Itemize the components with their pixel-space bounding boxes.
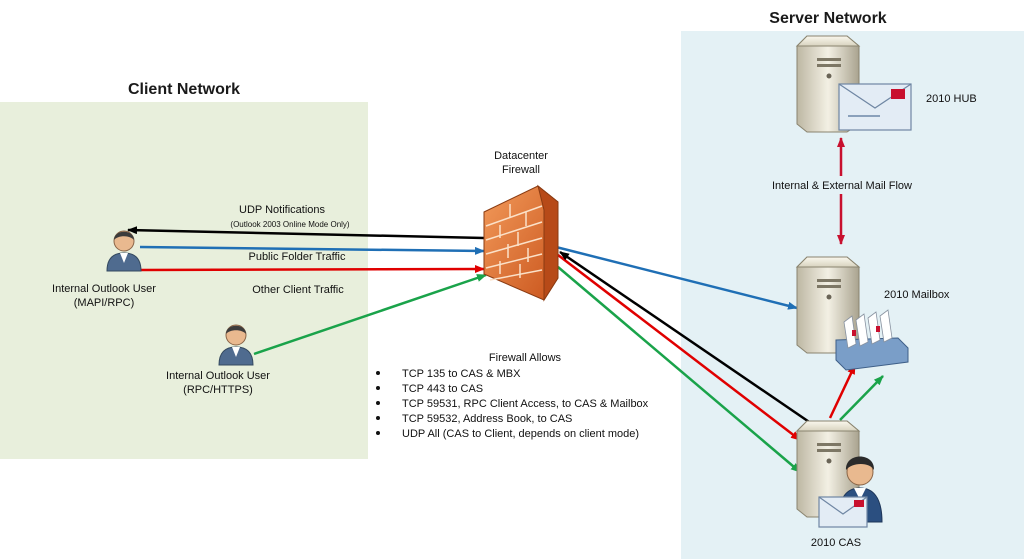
public-folder-traffic-arrow (139, 245, 485, 255)
mail-envelope-icon (838, 83, 912, 131)
server-network-title: Server Network (769, 10, 886, 27)
firewall-to-cas-red-arrow (557, 254, 801, 441)
firewall-rule-item: TCP 59531, RPC Client Access, to CAS & M… (402, 398, 649, 410)
hub-server-label: 2010 HUB (926, 93, 977, 105)
cas-server-label: 2010 CAS (811, 537, 861, 549)
firewall-label-line1: Datacenter (494, 150, 548, 162)
firewall-rule-item: TCP 135 to CAS & MBX (402, 368, 521, 380)
firewall-rules-title: Firewall Allows (489, 352, 562, 364)
bullet-icon (376, 431, 380, 435)
outlook-user-https-label-line2: (RPC/HTTPS) (183, 384, 253, 396)
firewall-icon (483, 184, 559, 302)
public-folder-traffic-label: Public Folder Traffic (248, 251, 346, 263)
cas-to-mailbox-green-arrow (839, 375, 884, 421)
client-network-title: Client Network (128, 81, 240, 98)
mailbox-server-label: 2010 Mailbox (884, 289, 950, 301)
udp-notifications-arrow (127, 226, 485, 240)
firewall-rules-list: TCP 135 to CAS & MBX TCP 443 to CAS TCP … (376, 368, 649, 440)
firewall-rule-item: UDP All (CAS to Client, depends on clien… (402, 428, 639, 440)
udp-notifications-label: UDP Notifications (239, 204, 325, 216)
outlook-user-mapi-label-line1: Internal Outlook User (52, 283, 156, 295)
outlook-user-mapi-label-line2: (MAPI/RPC) (74, 297, 135, 309)
outlook-user-https-label-line1: Internal Outlook User (166, 370, 270, 382)
bullet-icon (376, 416, 380, 420)
other-client-traffic-arrow (139, 265, 485, 274)
rpc-https-traffic-arrow (253, 273, 487, 356)
mail-flow-label: Internal & External Mail Flow (772, 180, 912, 192)
cas-envelope-icon (818, 496, 868, 528)
mail-flow-label-bg (764, 176, 920, 194)
other-client-traffic-label: Other Client Traffic (252, 284, 344, 296)
firewall-rule-item: TCP 443 to CAS (402, 383, 483, 395)
client-network-zone (0, 102, 368, 459)
cas-to-firewall-black-arrow (559, 250, 819, 430)
firewall-rule-item: TCP 59532, Address Book, to CAS (402, 413, 572, 425)
bullet-icon (376, 371, 380, 375)
bullet-icon (376, 401, 380, 405)
bullet-icon (376, 386, 380, 390)
mailbox-tray-icon (835, 309, 909, 371)
cas-to-mailbox-red-arrow (828, 364, 857, 419)
firewall-to-mailbox-blue-arrow (555, 245, 798, 310)
firewall-label-line2: Firewall (502, 164, 540, 176)
firewall-to-cas-green-arrow (557, 266, 801, 473)
udp-notifications-sublabel: (Outlook 2003 Online Mode Only) (230, 220, 350, 229)
